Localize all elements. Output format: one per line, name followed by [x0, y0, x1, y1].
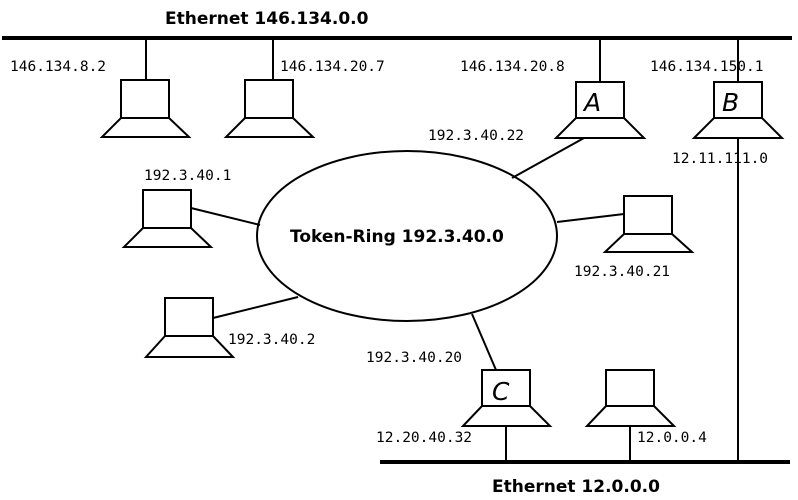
- host-address: 192.3.40.21: [574, 264, 670, 280]
- token-ring: [256, 150, 558, 322]
- link-a-ring: [511, 137, 585, 179]
- computer-icon: [99, 79, 192, 138]
- router-c-letter: C: [492, 377, 510, 406]
- computer-icon: [121, 189, 214, 248]
- computer-icon: [223, 79, 316, 138]
- host-address: 146.134.8.2: [10, 59, 106, 75]
- router-a-icon: [553, 81, 647, 139]
- token-ring-label: Token-Ring 192.3.40.0: [290, 227, 504, 247]
- bottom-ethernet-label: Ethernet 12.0.0.0: [492, 477, 660, 497]
- link-r1-ring: [190, 207, 261, 226]
- link-r21-ring: [556, 213, 625, 223]
- top-ethernet-label: Ethernet 146.134.0.0: [165, 9, 369, 29]
- link-r2-ring: [212, 296, 299, 319]
- host-address: 192.3.40.1: [144, 168, 231, 184]
- router-c-address-ring: 192.3.40.20: [366, 350, 462, 366]
- router-b-address-bottom: 12.11.111.0: [672, 151, 768, 167]
- host-address: 192.3.40.2: [228, 332, 315, 348]
- router-b-address-top: 146.134.150.1: [650, 59, 764, 75]
- router-a-address-ring: 192.3.40.22: [428, 128, 524, 144]
- host-address: 12.0.0.4: [637, 430, 707, 446]
- computer-icon: [143, 297, 236, 358]
- computer-icon: [584, 369, 677, 427]
- router-c-address-bottom: 12.20.40.32: [376, 430, 472, 446]
- router-a-address-top: 146.134.20.8: [460, 59, 565, 75]
- link-c-ring: [471, 313, 497, 371]
- router-a-letter: A: [582, 88, 601, 117]
- router-c-icon: [460, 369, 553, 427]
- computer-icon: [602, 195, 695, 253]
- router-b-icon: [691, 81, 785, 139]
- host-address: 146.134.20.7: [280, 59, 385, 75]
- router-b-letter: B: [722, 88, 739, 117]
